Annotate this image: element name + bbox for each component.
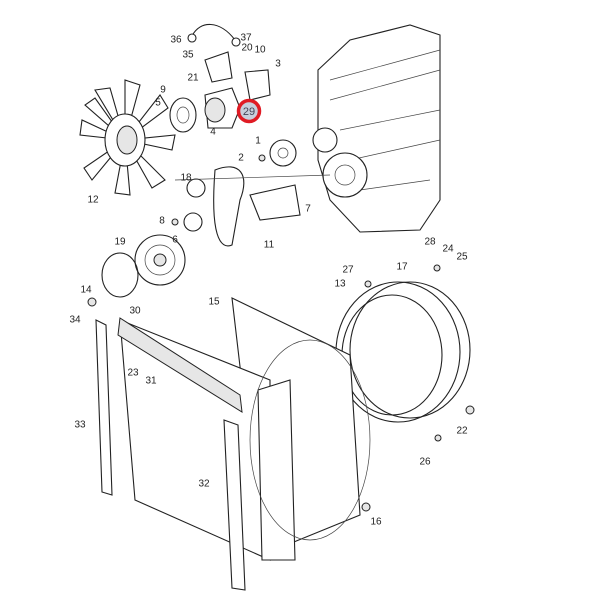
callout: 6 [172, 235, 178, 246]
callout: 19 [114, 237, 126, 248]
callout: 32 [198, 479, 210, 490]
callouts: 36 37 35 20 10 21 3 9 4 5 29 1 2 18 12 7… [69, 33, 468, 528]
callout: 3 [275, 59, 281, 70]
callout: 14 [80, 285, 92, 296]
highlighted-callout[interactable]: 29 [236, 98, 262, 124]
callout: 34 [69, 315, 81, 326]
callout-29[interactable]: 29 [243, 106, 255, 118]
callout: 8 [159, 216, 165, 227]
fasteners [87, 154, 475, 512]
callout: 35 [182, 50, 194, 61]
callout: 30 [129, 306, 141, 317]
callout: 17 [396, 262, 408, 273]
callout: 5 [155, 98, 161, 109]
callout: 1 [255, 136, 261, 147]
callout: 37 [240, 33, 252, 44]
callout: 20 [241, 43, 253, 54]
callout: 33 [74, 420, 86, 431]
callout: 21 [187, 73, 199, 84]
fan-shroud-ring [335, 281, 471, 423]
callout: 22 [456, 426, 468, 437]
callout: 7 [305, 204, 311, 215]
callout: 9 [160, 85, 166, 96]
fan [79, 79, 176, 196]
callout: 23 [127, 368, 139, 379]
callout: 4 [210, 127, 216, 138]
callout: 27 [342, 265, 354, 276]
callout: 13 [334, 279, 346, 290]
callout: 12 [87, 195, 99, 206]
callout: 24 [442, 244, 454, 255]
engine-block [312, 24, 441, 233]
callout: 15 [208, 297, 220, 308]
callout: 11 [264, 240, 275, 251]
callout: 31 [145, 376, 157, 387]
callout: 18 [180, 173, 192, 184]
callout: 25 [456, 252, 468, 263]
water-pump [169, 23, 271, 133]
callout: 26 [419, 457, 431, 468]
callout: 28 [424, 237, 436, 248]
callout: 16 [370, 517, 382, 528]
radiator [95, 297, 371, 591]
callout: 10 [254, 45, 266, 56]
callout: 36 [170, 35, 182, 46]
pulleys-belt [101, 139, 331, 298]
callout: 2 [238, 153, 244, 164]
